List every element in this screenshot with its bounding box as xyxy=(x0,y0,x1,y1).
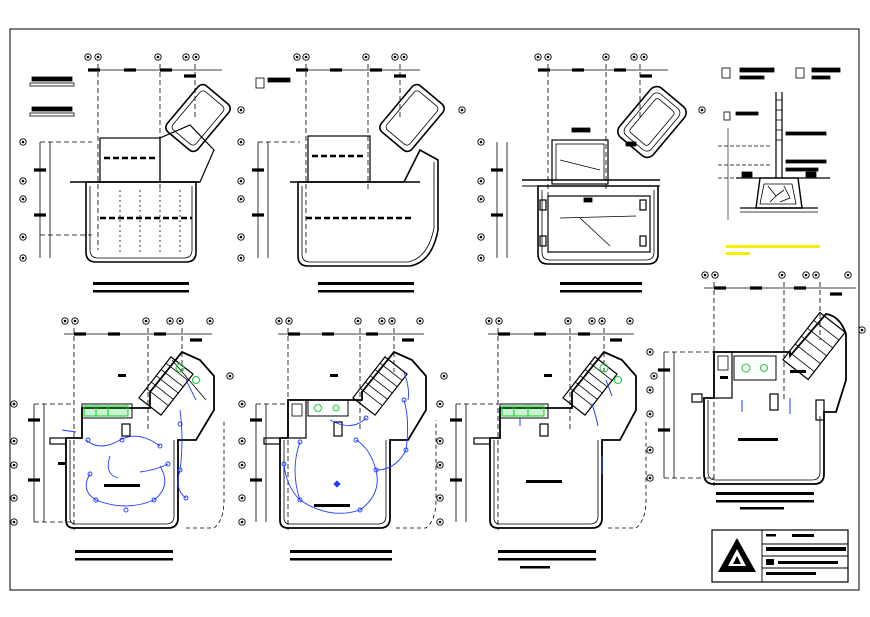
section-note-highlight-2 xyxy=(726,252,750,255)
plan-7-subtitle-bar-2 xyxy=(740,507,784,510)
plan-5-wiring xyxy=(281,371,409,514)
plan-3-subtitle-bar xyxy=(560,290,642,293)
plan-7-title-bar xyxy=(716,492,814,495)
sheet-border xyxy=(9,28,860,591)
plan-3 xyxy=(496,64,687,265)
section-note-highlight xyxy=(726,245,820,248)
plan-5-markers xyxy=(238,317,448,526)
plan-5-subtitle-bar xyxy=(290,558,392,561)
plan-6-sanitary xyxy=(501,363,623,417)
triangle-a-logo-icon xyxy=(718,538,756,572)
plan-1 xyxy=(29,64,231,263)
plan-6-subtitle-bar-2 xyxy=(520,566,550,569)
plan-7-sanitary xyxy=(741,363,769,373)
plan-5 xyxy=(255,328,437,530)
plan-2-markers xyxy=(237,53,466,262)
plan-2-title-bar xyxy=(318,282,414,285)
plan-5-sanitary xyxy=(313,403,340,413)
plan-5-title-bar xyxy=(290,550,392,553)
title-block xyxy=(711,529,849,583)
plan-7-wiring xyxy=(741,398,791,414)
plan-7-subtitle-bar xyxy=(716,500,814,503)
plan-6-wiring xyxy=(519,379,613,474)
plan-4-wiring xyxy=(61,379,197,513)
plan-2-subtitle-bar xyxy=(318,290,414,293)
plan-2 xyxy=(255,64,445,267)
plan-4-title-bar xyxy=(75,550,173,553)
plan-4-sanitary xyxy=(83,363,201,417)
plan-4-subtitle-bar xyxy=(75,558,173,561)
plan-1-subtitle-bar xyxy=(93,290,189,293)
plan-1-title-bar xyxy=(93,282,189,285)
plan-3-title-bar xyxy=(560,282,642,285)
plan-3-markers xyxy=(477,53,706,262)
plan-6-title-bar xyxy=(498,550,596,553)
plan-6-subtitle-bar xyxy=(498,558,596,561)
plan-7-markers xyxy=(646,271,866,482)
plan-6-markers xyxy=(436,317,658,526)
plan-6 xyxy=(455,328,647,530)
section-detail xyxy=(718,67,841,220)
plan-4 xyxy=(33,328,225,530)
plan-7 xyxy=(663,282,856,486)
